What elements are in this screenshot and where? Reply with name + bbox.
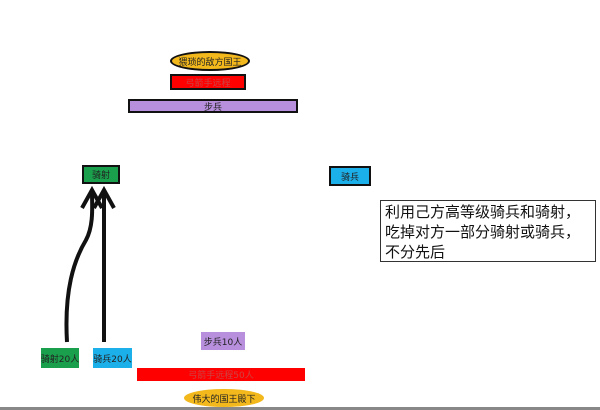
infantry-10: 步兵10人 <box>201 332 245 350</box>
own-cavalry: 骑兵 <box>329 166 371 186</box>
enemy-archers: 弓箭手远程 <box>170 74 246 90</box>
cavalry-20: 骑兵20人 <box>93 348 132 368</box>
divider <box>0 407 600 410</box>
own-horse-archer: 骑射 <box>82 165 120 184</box>
note-line: 不分先后 <box>385 243 446 261</box>
arrowhead-icon <box>92 185 116 209</box>
archers-50: 弓箭手远程50人 <box>137 368 305 381</box>
enemy-infantry: 步兵 <box>128 99 298 113</box>
enemy-king: 猥琐的敌方国王 <box>170 51 250 71</box>
own-king: 伟大的国王殿下 <box>184 389 264 407</box>
strategy-note: 利用己方高等级骑兵和骑射， 吃掉对方一部分骑射或骑兵， 不分先后 <box>380 200 596 262</box>
note-line: 利用己方高等级骑兵和骑射， <box>385 203 581 221</box>
arrow-horse-archer <box>64 191 95 343</box>
horse-archer-20: 骑射20人 <box>41 348 79 368</box>
note-line: 吃掉对方一部分骑射或骑兵， <box>385 223 581 241</box>
